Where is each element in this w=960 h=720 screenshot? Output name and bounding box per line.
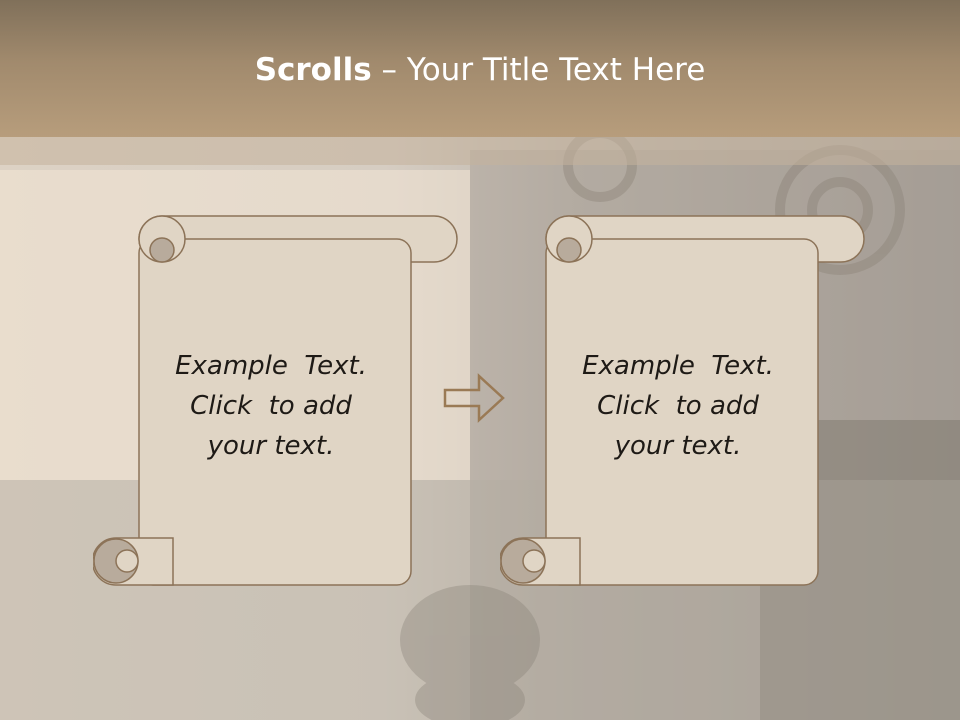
scroll-2-line-2: Click to add <box>597 391 759 421</box>
scroll-1-line-2: Click to add <box>190 391 352 421</box>
scroll-1-line-3: your text. <box>207 431 335 461</box>
slide-title[interactable]: Scrolls – Your Title Text Here <box>0 52 960 88</box>
title-rest-part: – Your Title Text Here <box>371 52 706 88</box>
scroll-2-line-1: Example Text. <box>582 351 774 381</box>
title-bar <box>0 0 960 137</box>
scroll-2-graphic <box>500 215 865 586</box>
right-arrow-icon <box>443 373 505 423</box>
scroll-1-graphic <box>93 215 458 586</box>
scroll-shape-2[interactable]: Example Text. Click to add your text. <box>500 214 872 588</box>
title-band <box>0 137 960 165</box>
scroll-2-line-3: your text. <box>614 431 742 461</box>
scroll-1-line-1: Example Text. <box>175 351 367 381</box>
scroll-2-text[interactable]: Example Text. Click to add your text. <box>545 346 811 466</box>
title-bold-part: Scrolls <box>254 52 372 88</box>
scroll-shape-1[interactable]: Example Text. Click to add your text. <box>93 214 465 588</box>
scroll-1-text[interactable]: Example Text. Click to add your text. <box>138 346 404 466</box>
